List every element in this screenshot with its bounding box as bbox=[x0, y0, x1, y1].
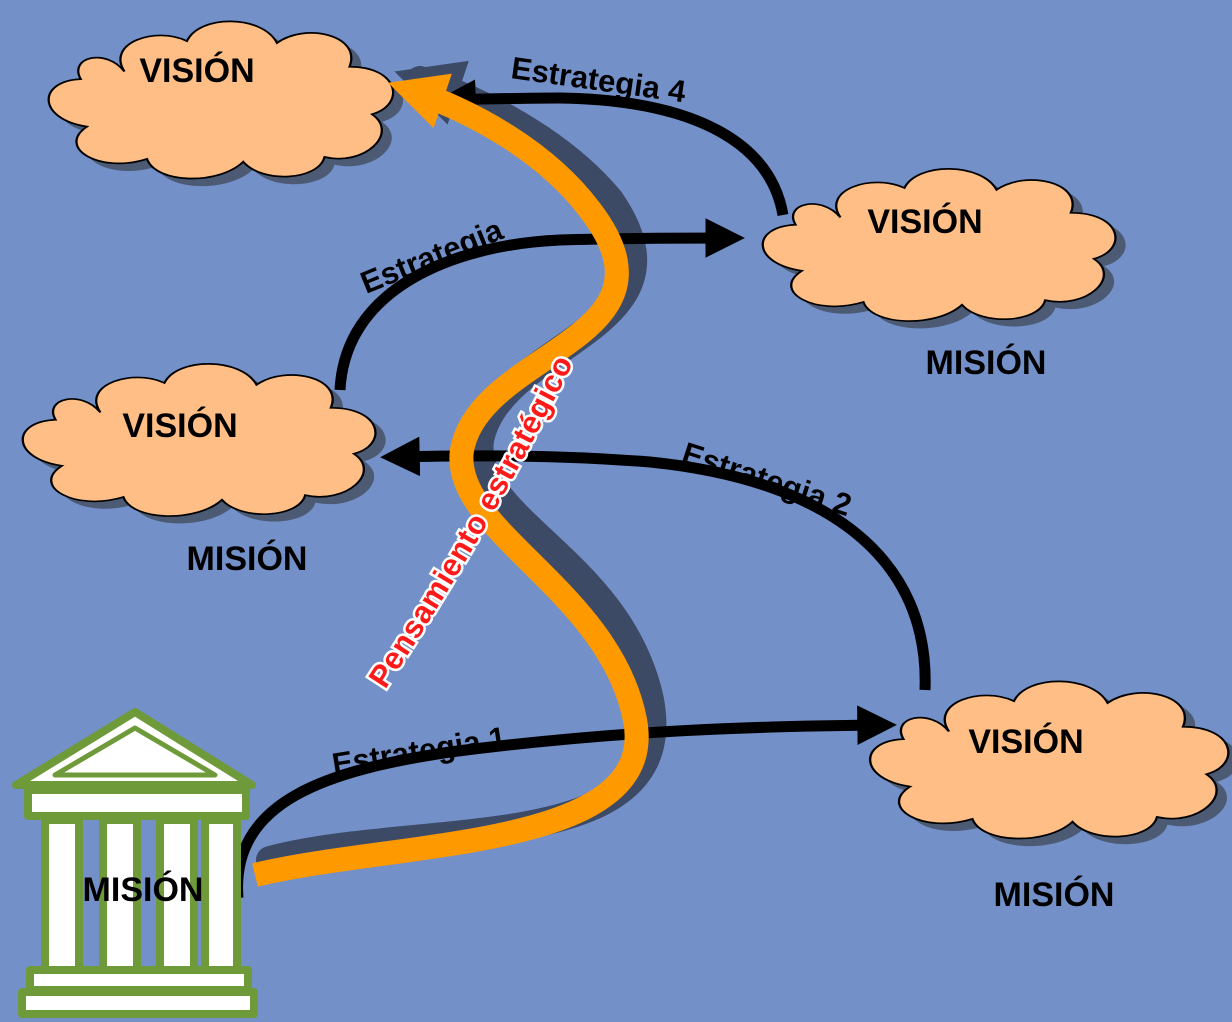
strategy-2-arrow bbox=[380, 436, 931, 691]
temple-label: MISIÓN bbox=[83, 871, 204, 909]
vision-cloud-right-lower bbox=[868, 680, 1232, 847]
vision-cloud-top-left bbox=[47, 20, 404, 187]
strategy-2-label: Estrategia 2 bbox=[678, 435, 856, 523]
strategy-3-label: Estrategia bbox=[356, 212, 509, 301]
cloud-title-right-upper: VISIÓN bbox=[867, 203, 982, 241]
vision-cloud-right-upper bbox=[761, 167, 1126, 329]
thinking-path-label-text: Pensamiento estratégico bbox=[359, 347, 582, 696]
cloud-subtitle-right-upper: MISIÓN bbox=[926, 344, 1047, 382]
strategy-1-label: Estrategia 1 bbox=[330, 720, 509, 782]
cloud-title-top-left: VISIÓN bbox=[139, 52, 254, 90]
strategy-3-arrow bbox=[334, 218, 745, 391]
temple-icon bbox=[12, 708, 258, 1018]
cloud-subtitle-right-lower: MISIÓN bbox=[994, 876, 1115, 914]
thinking-path-label: Pensamiento estratégico bbox=[362, 349, 580, 693]
thinking-path bbox=[252, 73, 649, 887]
cloud-title-right-lower: VISIÓN bbox=[968, 723, 1083, 761]
cloud-subtitle-left-middle: MISIÓN bbox=[187, 540, 308, 578]
cloud-title-left-middle: VISIÓN bbox=[122, 407, 237, 445]
strategy-1-arrow bbox=[232, 705, 897, 899]
strategy-4-arrow bbox=[436, 79, 789, 217]
